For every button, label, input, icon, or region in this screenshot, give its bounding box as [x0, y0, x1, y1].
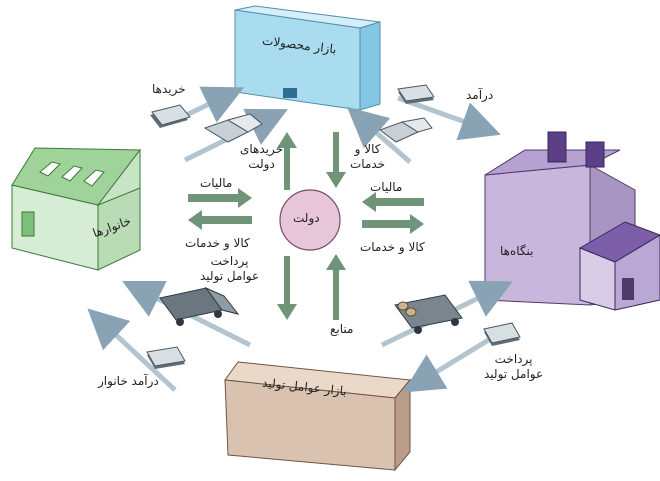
door-icon: [21, 211, 35, 237]
taxes-right-label: مالیات: [370, 180, 403, 194]
door-icon: [283, 88, 297, 98]
factor-payment-right-line-2: عوامل تولید: [484, 367, 544, 381]
firms-factory: [484, 131, 660, 311]
goods-services-top-line-1: کالا و: [354, 142, 381, 156]
revenue-label: درآمد: [466, 88, 494, 102]
factor-market-box: [224, 361, 411, 472]
factor-payment-left-line-2: عوامل تولید: [200, 269, 260, 283]
purchases-label: خریدها: [152, 82, 186, 96]
product-market-box: [234, 5, 381, 111]
money-icon: [397, 84, 435, 104]
government-label: دولت: [293, 211, 320, 225]
taxes-left-label: مالیات: [200, 176, 233, 190]
truck-icon: [159, 286, 240, 326]
money-icon: [150, 104, 191, 128]
household-income-label: درآمد خانوار: [98, 374, 159, 388]
government-arrows: [188, 132, 424, 320]
goods-services-left-label: کالا و خدمات: [185, 236, 250, 250]
chimney-icon: [547, 131, 567, 163]
government-circle: [279, 189, 341, 251]
goods-services-top-line-2: خدمات: [350, 157, 386, 171]
goods-boxes-icon: [378, 117, 433, 143]
factor-payment-right-line-1: پرداخت: [494, 352, 533, 366]
gov-purchases-line-1: خریدهای: [240, 142, 284, 156]
door-icon: [622, 278, 634, 300]
factor-payment-left-line-1: پرداخت: [210, 254, 249, 268]
money-icon: [483, 322, 521, 346]
gov-purchases-label: خریدهای دولت: [240, 142, 283, 172]
money-icon: [146, 346, 186, 369]
resources-label: منابع: [330, 322, 354, 336]
factor-payment-left-label: پرداخت عوامل تولید: [200, 254, 259, 284]
goods-boxes-icon: [203, 113, 263, 143]
households-house: [11, 147, 141, 271]
goods-services-right-label: کالا و خدمات: [360, 240, 425, 254]
log-truck-icon: [394, 294, 463, 334]
factor-payment-right-label: پرداخت عوامل تولید: [484, 352, 543, 382]
chimney-icon: [585, 141, 605, 168]
firms-label: بنگاه‌ها: [500, 244, 534, 258]
gov-purchases-line-2: دولت: [248, 157, 275, 171]
goods-services-top-label: کالا و خدمات: [350, 142, 385, 172]
